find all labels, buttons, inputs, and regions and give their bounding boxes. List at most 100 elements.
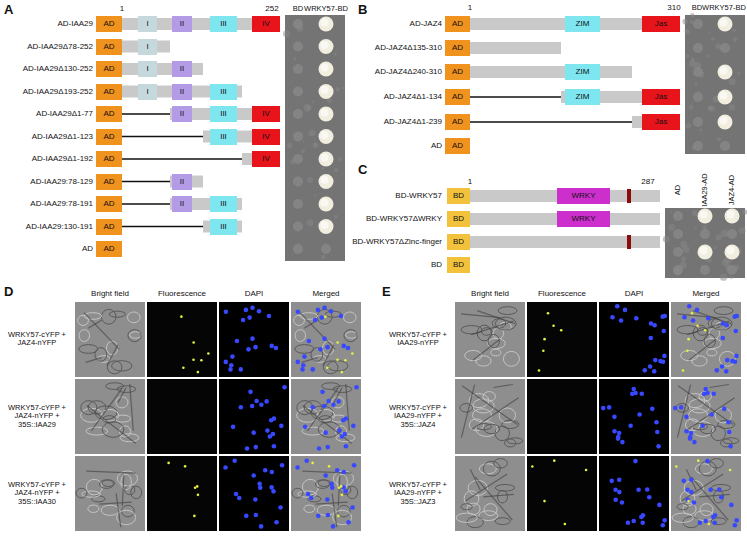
yeast-spot-shine	[321, 221, 329, 229]
domain-tag-box: AD	[96, 16, 122, 32]
nucleus-dot	[302, 354, 307, 359]
nucleus-dot	[250, 336, 255, 341]
micrograph	[291, 456, 361, 531]
column-header: JAZ4-AD	[728, 175, 736, 205]
plate-texture	[695, 83, 698, 86]
yfp-signal	[553, 459, 556, 462]
yeast-spot	[725, 209, 740, 224]
leaf-vein	[477, 311, 515, 324]
yeast-spot-empty	[727, 229, 737, 239]
plate-texture	[338, 157, 343, 162]
plate-texture	[680, 241, 687, 248]
yfp-signal	[687, 338, 690, 341]
yfp-signal	[328, 465, 331, 468]
yeast-spot-shine	[321, 64, 329, 72]
yeast-spot-shine	[720, 117, 728, 125]
plate-texture	[689, 60, 696, 67]
panel-label: E	[382, 285, 391, 299]
yeast-spot-shine	[321, 199, 329, 207]
yfp-signal	[336, 358, 339, 361]
nucleus-dot	[329, 309, 334, 314]
leaf-vein	[473, 340, 499, 360]
nucleus-dot	[616, 436, 621, 441]
yeast-spot-shine	[321, 41, 329, 49]
yfp-signal	[184, 465, 187, 468]
yeast-spot-shine	[720, 19, 728, 27]
nucleus-dot	[232, 458, 237, 463]
yeast-spot	[319, 174, 334, 189]
leaf-vein	[689, 340, 715, 360]
plate-texture	[301, 149, 305, 153]
yfp-signal	[337, 515, 340, 518]
nucleus-dot	[637, 412, 642, 417]
nucleus-dot	[601, 406, 606, 411]
nucleus-dot	[254, 445, 259, 450]
nucleus-dot	[259, 524, 264, 529]
yfp-signal	[686, 349, 689, 352]
plate-texture	[737, 72, 740, 75]
cell-outline	[328, 361, 348, 371]
yeast-plate	[685, 15, 745, 154]
micrograph-ground	[671, 456, 741, 531]
nucleus-dot	[730, 359, 735, 364]
cell-outline	[503, 351, 519, 366]
nucleus-dot	[344, 444, 349, 449]
nucleus-dot	[350, 505, 355, 510]
plate-texture	[739, 227, 746, 234]
nucleus-dot	[684, 429, 689, 434]
yfp-signal	[193, 515, 196, 518]
domain-tag-box: BD	[447, 257, 470, 273]
yeast-spot-empty	[693, 19, 703, 29]
nucleus-dot	[296, 309, 301, 314]
channel-header: Bright field	[91, 290, 129, 299]
micrograph	[527, 302, 597, 377]
nucleus-dot	[335, 468, 340, 473]
domain-tag-box: AD	[96, 174, 122, 190]
yfp-signal	[531, 465, 534, 468]
plate-texture	[690, 13, 695, 18]
protein-domain-box: I	[138, 16, 157, 32]
yeast-spot-empty	[693, 117, 703, 127]
yeast-spot-shine	[321, 176, 329, 184]
channel-header: Fluorescence	[158, 290, 206, 299]
yeast-spot	[698, 245, 713, 260]
nucleus-dot	[722, 407, 727, 412]
nucleus-dot	[657, 503, 662, 508]
column-header: IAA29-AD	[701, 173, 709, 206]
domain-name: AD	[103, 43, 114, 51]
residue-number: 252	[265, 5, 278, 14]
cell-outline	[128, 330, 141, 342]
yeast-spot-empty	[693, 43, 703, 53]
yfp-signal	[180, 315, 183, 318]
cell-outline	[292, 488, 303, 498]
cell-outline	[719, 351, 735, 366]
domain-name: ZIM	[576, 93, 590, 101]
nucleus-dot	[640, 520, 645, 525]
construct-name: AD-IAA29:78-129	[30, 177, 93, 186]
nucleus-dot	[639, 391, 644, 396]
cell-outline	[295, 330, 306, 342]
domain-name: Jas	[655, 118, 667, 126]
leaf-vein	[494, 385, 513, 388]
domain-name: ZIM	[576, 20, 590, 28]
yeast-spot	[718, 17, 733, 32]
nucleus-dot	[341, 344, 346, 349]
yfp-signal	[167, 462, 170, 465]
channel-header: Merged	[312, 290, 339, 299]
nucleus-dot	[703, 519, 708, 524]
nucleus-dot	[258, 485, 263, 490]
yfp-signal	[547, 312, 550, 315]
domain-name: I	[146, 65, 148, 73]
nucleus-dot	[660, 523, 665, 528]
protein-domain-box: I	[138, 61, 157, 77]
nucleus-dot	[706, 316, 711, 321]
nucleus-dot	[645, 487, 650, 492]
plate-texture	[342, 87, 345, 90]
plate-texture	[308, 130, 315, 137]
micrograph	[75, 302, 145, 377]
domain-name: II	[180, 178, 184, 186]
yfp-signal	[182, 366, 185, 369]
nucleus-dot	[330, 485, 335, 490]
domain-name: AD	[103, 245, 114, 253]
